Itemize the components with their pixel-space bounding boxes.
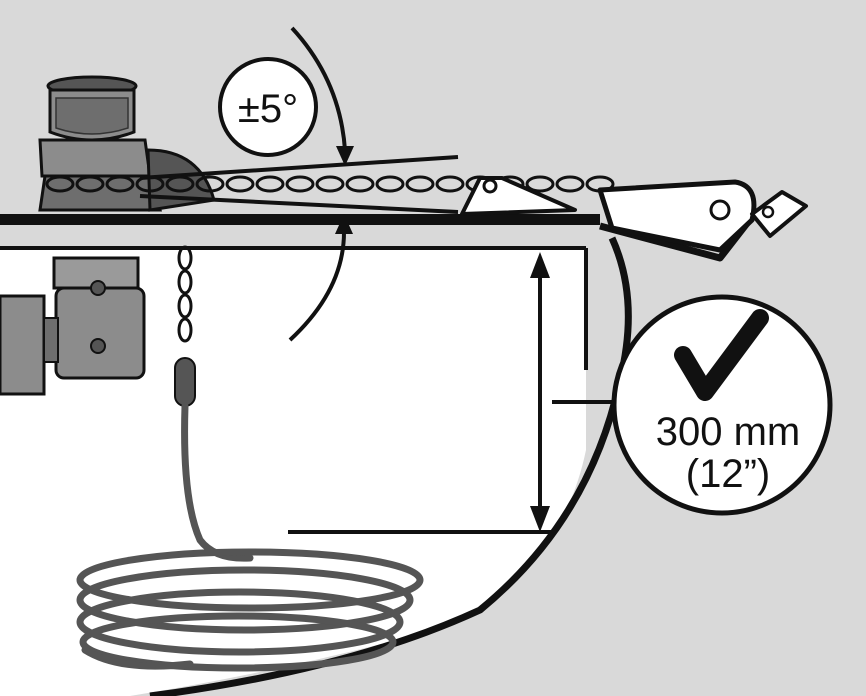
chain-link — [285, 175, 315, 193]
check-icon — [674, 309, 769, 401]
deck-plate — [0, 214, 600, 225]
chain-link — [555, 175, 585, 193]
chain-link — [177, 245, 193, 271]
chain-link — [315, 175, 345, 193]
angle-badge — [218, 57, 318, 157]
motor-icon — [0, 256, 146, 396]
rope-coil-icon — [76, 402, 424, 672]
chain-link — [177, 317, 193, 343]
chain-link — [345, 175, 375, 193]
chain-link — [195, 175, 225, 193]
chain-link — [405, 175, 435, 193]
angle-label: ±5° — [238, 87, 298, 131]
chain-link — [105, 175, 135, 193]
height-metric: 300 mm — [656, 410, 801, 454]
chain-rope-splice — [174, 357, 196, 407]
chain-link — [435, 175, 465, 193]
clearance-callout: 300 mm (12”) — [611, 294, 833, 516]
chain-locker-interior — [0, 248, 586, 696]
chain-link — [375, 175, 405, 193]
chain-link — [45, 175, 75, 193]
angle-arrow-top — [290, 26, 347, 151]
chain-link — [525, 175, 555, 193]
angle-line-upper — [139, 155, 459, 180]
bow-roller-icon — [460, 176, 808, 253]
chain-link — [177, 269, 193, 295]
chain-link — [75, 175, 105, 193]
angle-arrow-bottom — [288, 231, 346, 342]
chain-link — [255, 175, 285, 193]
chain-link — [225, 175, 255, 193]
chain-link — [177, 293, 193, 319]
chain-link — [135, 175, 165, 193]
chain-link — [165, 175, 195, 193]
windlass-icon — [38, 75, 216, 212]
angle-reference: ±5° — [139, 26, 459, 342]
height-imperial: (12”) — [686, 452, 770, 496]
deck — [0, 214, 600, 370]
locker-chain — [177, 245, 193, 343]
angle-line-lower — [139, 194, 459, 214]
fall-dimension — [288, 252, 620, 534]
